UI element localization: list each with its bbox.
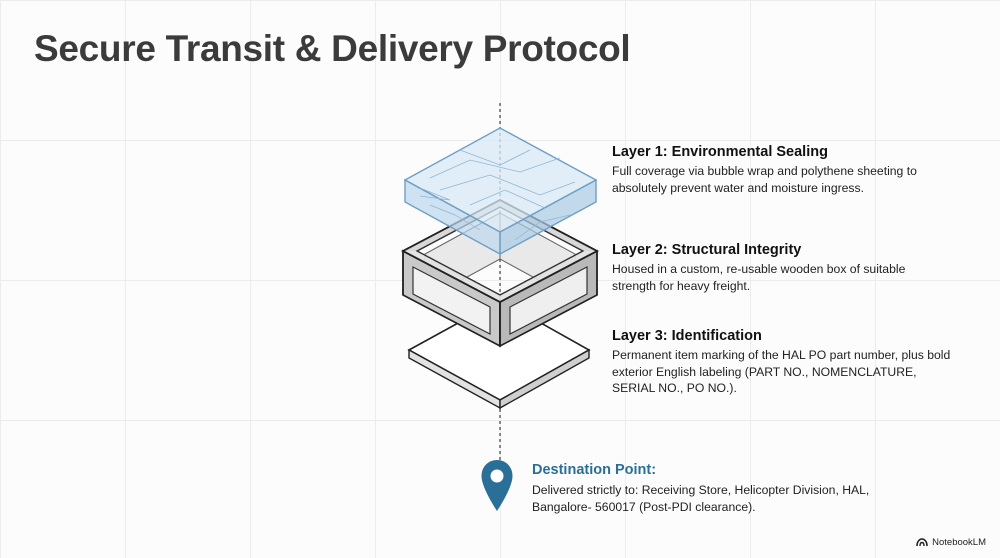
layer-3-description: Permanent item marking of the HAL PO par… [612, 348, 951, 395]
map-pin-icon [481, 460, 513, 511]
layer-2-description: Housed in a custom, re-usable wooden box… [612, 262, 906, 293]
layer-3-block: Layer 3: Identification Permanent item m… [612, 328, 952, 397]
page-title: Secure Transit & Delivery Protocol [34, 28, 631, 69]
destination-description: Delivered strictly to: Receiving Store, … [532, 483, 870, 514]
wooden-box-graphic [401, 198, 599, 348]
layer-1-heading: Layer 1: Environmental Sealing [612, 144, 828, 160]
brand-label: NotebookLM [932, 537, 986, 548]
notebooklm-logo-icon [916, 538, 928, 547]
layer-3-heading: Layer 3: Identification [612, 328, 762, 344]
base-plate-graphic [407, 299, 591, 410]
layer-2-heading: Layer 2: Structural Integrity [612, 242, 802, 258]
brand-watermark: NotebookLM [916, 537, 986, 548]
destination-block: Destination Point: Delivered strictly to… [532, 462, 892, 515]
layer-1-block: Layer 1: Environmental Sealing Full cove… [612, 144, 952, 196]
destination-heading: Destination Point: [532, 462, 657, 478]
layer-2-block: Layer 2: Structural Integrity Housed in … [612, 242, 952, 294]
sealing-cover-graphic [403, 127, 598, 256]
layer-1-description: Full coverage via bubble wrap and polyth… [612, 164, 917, 195]
